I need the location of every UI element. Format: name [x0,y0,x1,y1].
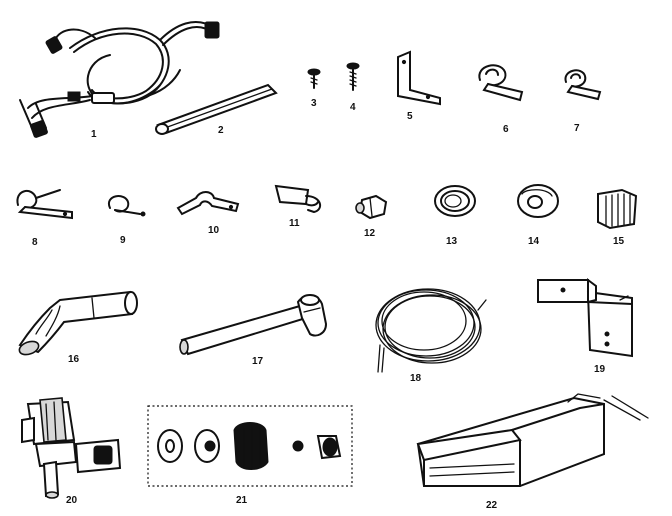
part-label: 10 [208,225,220,236]
clip-icon [16,189,73,220]
angle-bracket-icon [397,50,441,106]
grommet-icon [517,184,559,218]
part-label: 4 [350,102,356,113]
screw-icon [346,62,360,91]
part-label: 12 [364,228,376,239]
pad-icon [597,188,638,230]
part-label: 8 [32,237,38,248]
part-label: 19 [594,364,606,375]
part-label: 14 [528,236,540,247]
tube-clamp-icon [564,69,602,101]
part-label: 11 [289,218,300,229]
part-label: 5 [407,111,413,122]
grommet-icon [434,185,476,217]
part-label: 20 [66,495,78,506]
part-label: 21 [236,495,248,506]
part-label: 1 [91,129,97,140]
part-label: 17 [252,356,264,367]
tubing-coil-icon [375,288,487,373]
clip-icon [176,191,240,216]
wiring-harness-icon [19,21,220,138]
water-valve-icon [21,397,122,499]
fitting-kit-icon [147,405,353,487]
elbow-tube-icon [18,290,138,356]
mounting-bracket-icon [537,278,633,358]
screw-icon [307,68,321,89]
part-label: 22 [486,500,498,511]
part-label: 2 [218,125,224,136]
part-label: 13 [446,236,458,247]
tab-clip-icon [274,184,322,213]
tube-clamp-icon [478,64,524,102]
part-label: 18 [410,373,422,384]
part-label: 15 [613,236,625,247]
fill-tube-icon [179,294,328,356]
ice-bin-icon [416,393,649,487]
part-label: 16 [68,354,80,365]
part-label: 3 [311,98,317,109]
part-label: 9 [120,235,126,246]
nut-icon [355,194,388,220]
part-label: 7 [574,123,580,134]
clip-icon [107,195,146,217]
channel-strip-icon [155,83,278,135]
part-label: 6 [503,124,509,135]
